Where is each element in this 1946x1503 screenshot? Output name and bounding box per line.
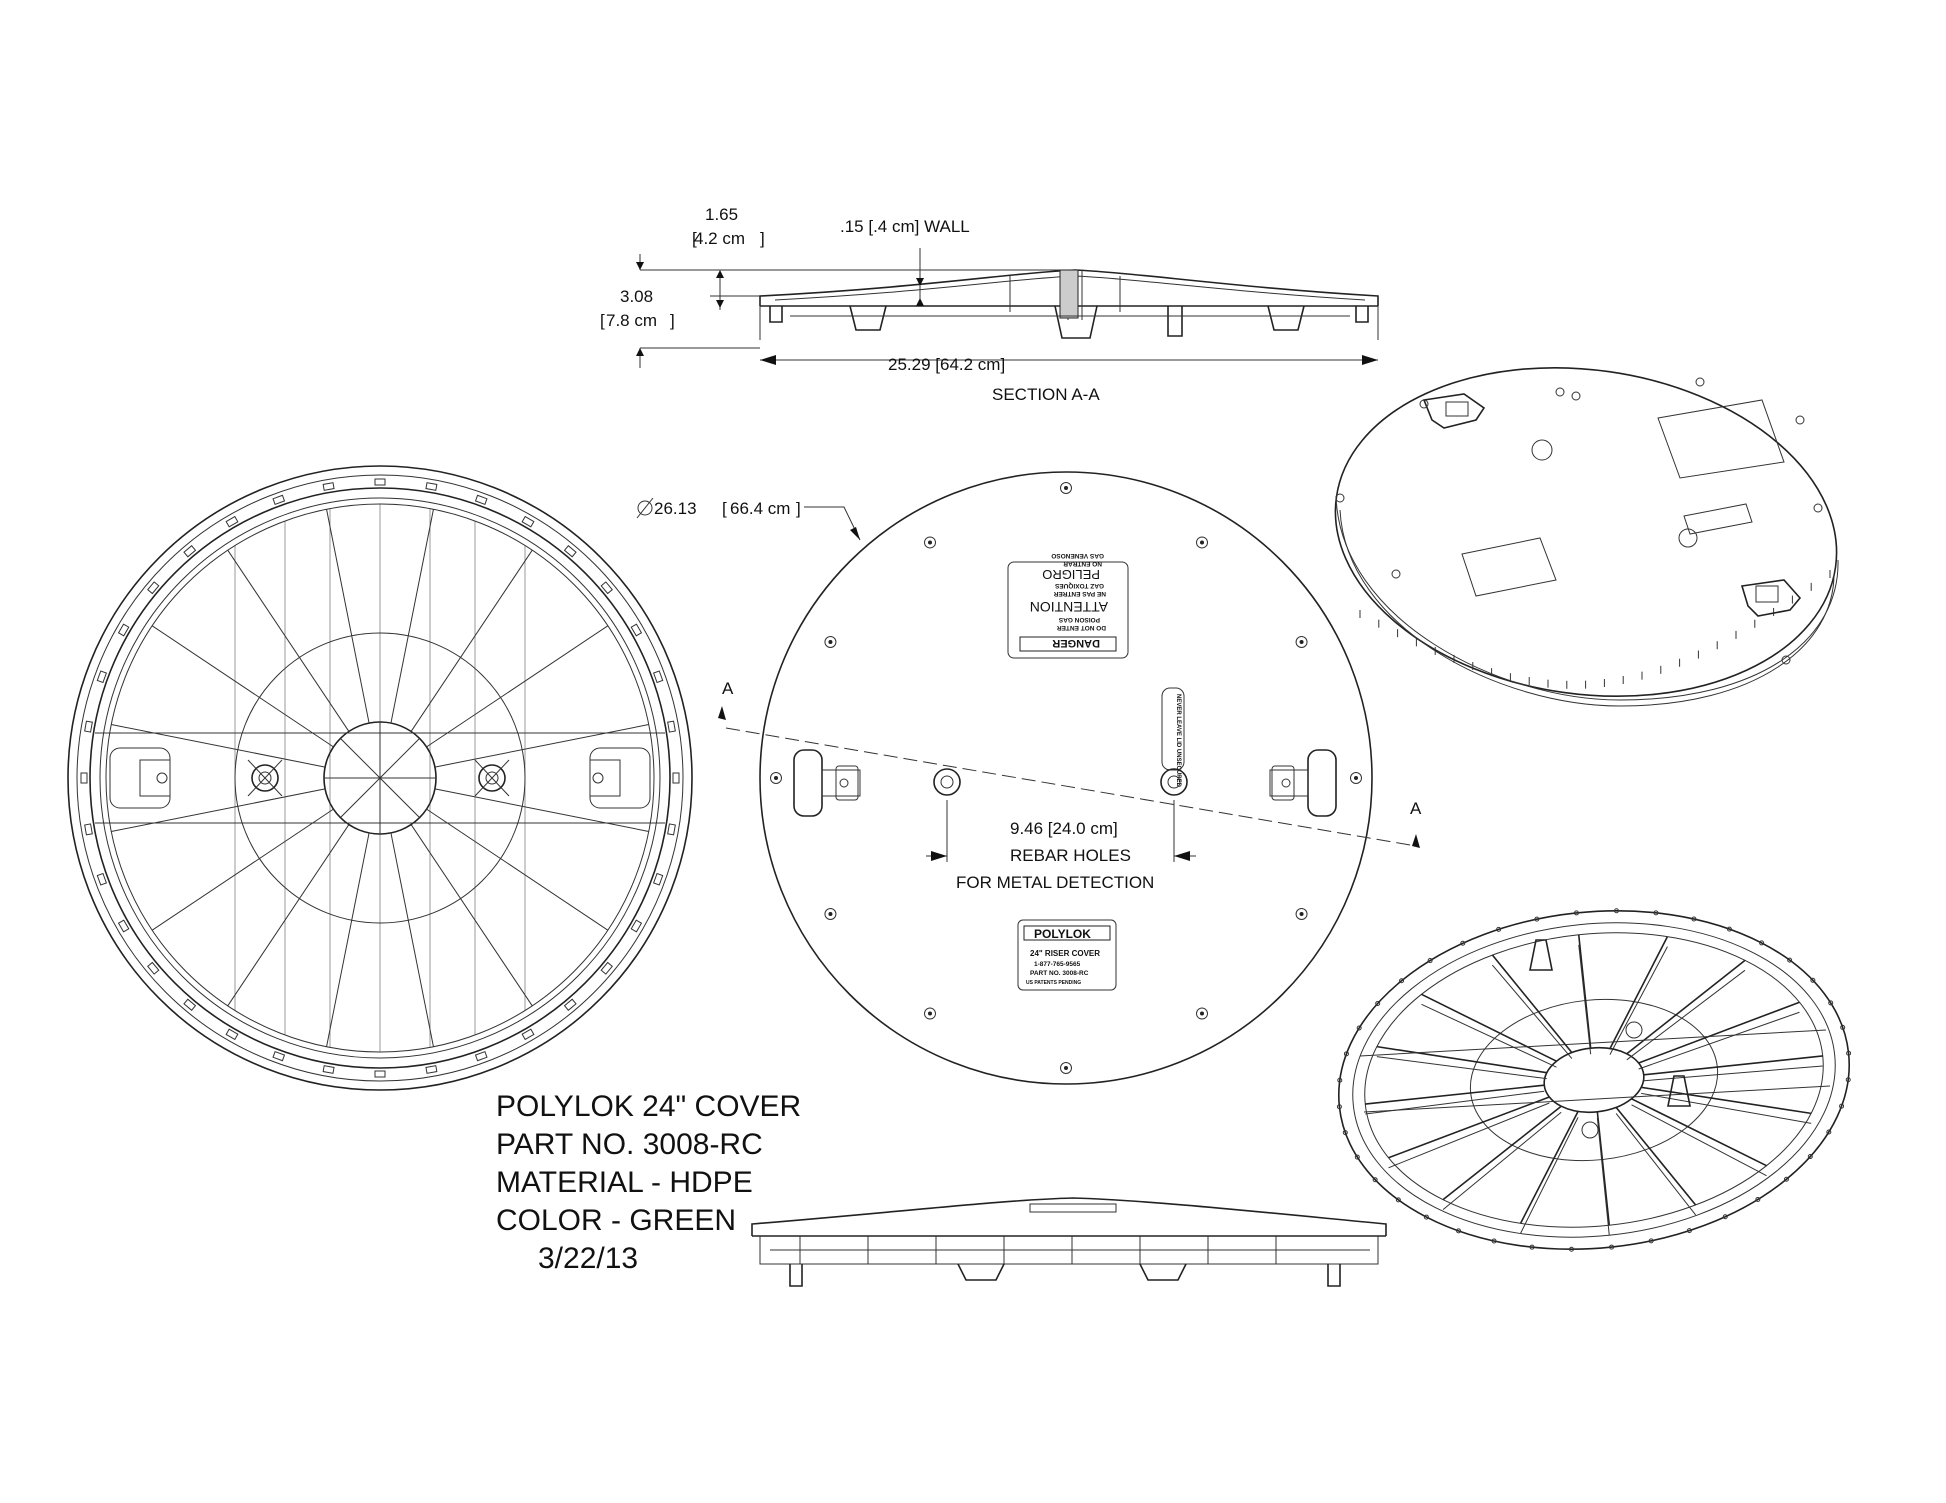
- rebar-dimension: 9.46 [24.0 cm]: [1010, 819, 1118, 838]
- brand-name: POLYLOK: [1034, 927, 1091, 941]
- rebar-hole-left: [933, 768, 961, 796]
- svg-text:]: ]: [796, 499, 801, 518]
- warning-strip-text: NEVER LEAVE LID UNSECURED: [1175, 694, 1181, 788]
- section-width-label: 25.29 [64.2 cm]: [888, 355, 1005, 374]
- section-marker-left: A: [722, 679, 734, 698]
- rebar-label-line1: REBAR HOLES: [1010, 846, 1131, 865]
- svg-text:[: [: [600, 311, 605, 330]
- section-height-value: 3.08: [620, 287, 653, 306]
- latch-left: [793, 749, 861, 817]
- section-a-a-view: 1.65 4.2 cm [ ] .15 [.4 cm] WALL 3.08 7.…: [600, 205, 1379, 404]
- section-height-metric: 7.8 cm: [606, 311, 657, 330]
- isometric-top-view: [1334, 366, 1839, 707]
- warning-strip: NEVER LEAVE LID UNSECURED: [1161, 687, 1185, 788]
- title-line-material: MATERIAL - HDPE: [496, 1166, 753, 1199]
- section-wall-label: .15 [.4 cm] WALL: [840, 217, 970, 236]
- title-block: POLYLOK 24" COVER PART NO. 3008-RC MATER…: [496, 1090, 801, 1275]
- rebar-hole-right: [1160, 768, 1188, 796]
- danger-label: DANGER DO NOT ENTER POISON GAS ATTENTION…: [1007, 552, 1129, 659]
- danger-line: NE PAS ENTRER: [1053, 590, 1106, 597]
- title-line-product: POLYLOK 24" COVER: [496, 1090, 801, 1123]
- danger-line: DO NOT ENTER: [1057, 624, 1106, 631]
- svg-text:]: ]: [760, 229, 765, 248]
- latch-right: [1269, 749, 1337, 817]
- diameter-metric: 66.4 cm: [730, 499, 790, 518]
- danger-line: POISON GAS: [1058, 616, 1100, 623]
- danger-line: GAZ TOXIQUES: [1054, 582, 1104, 589]
- title-line-color: COLOR - GREEN: [496, 1204, 736, 1237]
- danger-line: ATTENTION: [1030, 599, 1108, 615]
- brand-line: 24" RISER COVER: [1030, 949, 1100, 958]
- section-depth-value: 1.65: [705, 205, 738, 224]
- title-line-part: PART NO. 3008-RC: [496, 1128, 763, 1161]
- brand-label: POLYLOK 24" RISER COVER 1-877-765-9565 P…: [1017, 919, 1117, 991]
- section-title: SECTION A-A: [992, 385, 1100, 404]
- svg-text:[: [: [692, 229, 697, 248]
- isometric-bottom-view: [1336, 908, 1852, 1252]
- svg-text:]: ]: [670, 311, 675, 330]
- danger-line: PELIGRO: [1042, 567, 1100, 582]
- side-elevation-view: [751, 1197, 1387, 1287]
- brand-line: US PATENTS PENDING: [1026, 980, 1081, 986]
- svg-text:[: [: [722, 499, 727, 518]
- danger-heading: DANGER: [1052, 637, 1100, 649]
- section-depth-metric: 4.2 cm: [694, 229, 745, 248]
- diameter-value: 26.13: [654, 499, 697, 518]
- section-marker-right: A: [1410, 799, 1422, 818]
- brand-line: PART NO. 3008-RC: [1030, 970, 1089, 977]
- title-line-date: 3/22/13: [538, 1242, 638, 1275]
- top-plan-view: DANGER DO NOT ENTER POISON GAS ATTENTION…: [636, 471, 1422, 1085]
- bottom-view: [67, 465, 693, 1091]
- danger-line: GAS VENENOSO: [1051, 552, 1104, 559]
- rebar-label-line2: FOR METAL DETECTION: [956, 873, 1154, 892]
- danger-line: NO ENTRAR: [1063, 560, 1102, 567]
- brand-line: 1-877-765-9565: [1034, 961, 1081, 968]
